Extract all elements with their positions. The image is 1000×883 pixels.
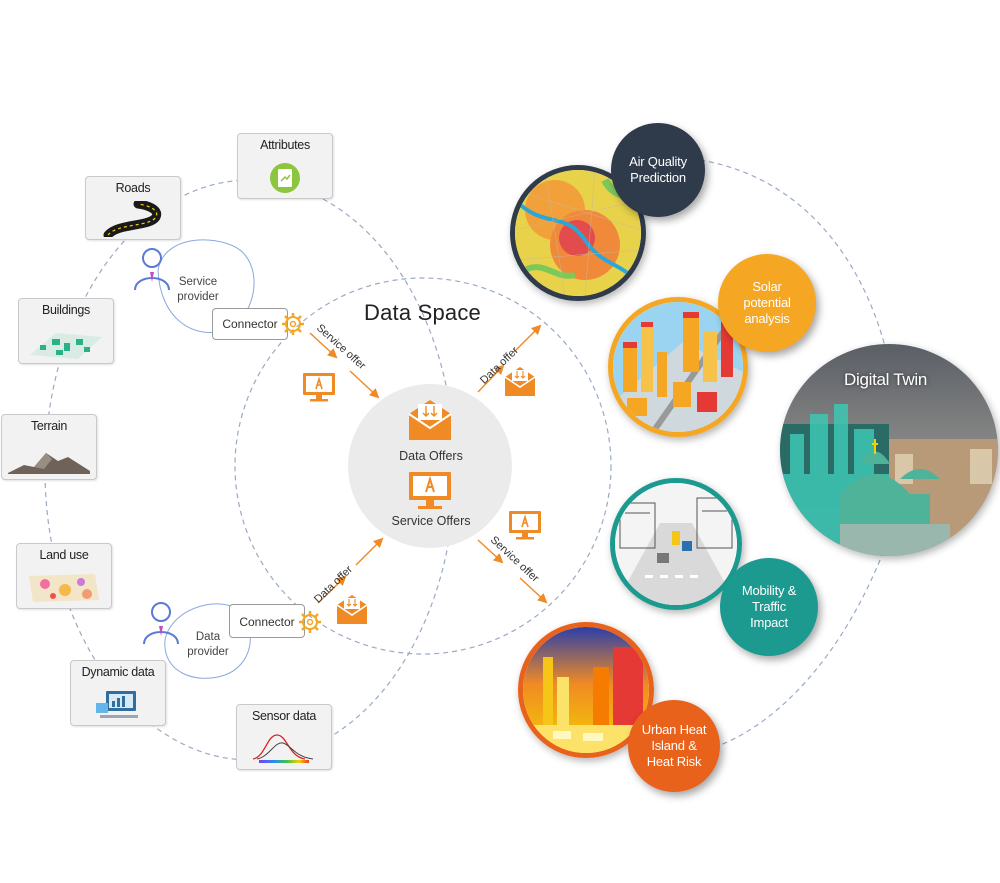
data-offers-label: Data Offers (399, 449, 463, 463)
sensor-chart-icon (252, 734, 314, 763)
source-sensor-data[interactable]: Sensor data (236, 704, 332, 770)
service-air-quality-bubble[interactable]: Air Quality Prediction (611, 123, 705, 217)
service-provider-avatar-icon (134, 248, 170, 291)
data-provider-label: Data provider (187, 631, 229, 658)
service-urban-heat-bubble[interactable]: Urban Heat Island & Heat Risk (628, 700, 720, 792)
land-use-map-icon (29, 574, 99, 602)
source-buildings[interactable]: Buildings (18, 298, 114, 364)
digital-twin-label: Digital Twin (844, 370, 928, 389)
service-provider-connector[interactable]: Connector (212, 308, 288, 340)
air-quality-map-image (510, 165, 646, 301)
spreadsheet-icon (270, 163, 300, 193)
source-label: Land use (39, 548, 89, 562)
hub-circle (348, 384, 512, 548)
urban-heat-image (518, 622, 654, 758)
data-offer-in-envelope-icon (336, 595, 368, 624)
data-offers-envelope-icon (408, 400, 452, 440)
service-offers-monitor-icon (409, 472, 451, 509)
solar-buildings-image (608, 297, 748, 437)
arrow-service-offer-in-1 (309, 332, 338, 359)
terrain-icon (8, 453, 90, 474)
service-offers-label: Service Offers (391, 514, 471, 528)
data-space-ring (234, 277, 612, 655)
arrow-data-offer-in-1 (317, 575, 347, 604)
service-connector-gear-icon (282, 313, 304, 335)
data-provider-avatar-icon (143, 602, 179, 645)
buildings-map-icon (30, 333, 102, 359)
service-label: Urban Heat Island & Heat Risk (641, 722, 707, 769)
source-label: Dynamic data (81, 665, 155, 679)
source-terrain[interactable]: Terrain (1, 414, 97, 480)
data-connector-gear-icon (299, 611, 321, 633)
service-label: Solar potential analysis (743, 279, 791, 326)
arrow-data-offer-out-1 (477, 364, 505, 393)
source-label: Roads (115, 181, 151, 195)
source-label: Attributes (260, 138, 310, 152)
source-roads[interactable]: Roads (85, 176, 181, 240)
source-dynamic-data[interactable]: Dynamic data (70, 660, 166, 726)
source-label: Buildings (41, 303, 91, 317)
source-label: Sensor data (251, 709, 317, 723)
source-label: Terrain (30, 419, 68, 433)
source-attributes[interactable]: Attributes (237, 133, 333, 199)
arrow-service-offer-out-1 (477, 539, 504, 564)
service-label: Mobility & Traffic Impact (741, 583, 797, 630)
service-offer-out-monitor-icon (509, 511, 541, 540)
service-solar-bubble[interactable]: Solar potential analysis (718, 254, 816, 352)
data-provider-connector[interactable]: Connector (229, 604, 305, 638)
source-land-use[interactable]: Land use (16, 543, 112, 609)
arrow-data-offer-in-2 (355, 537, 384, 566)
data-provider-ring (164, 603, 251, 679)
arrow-data-offer-out-2 (513, 324, 542, 353)
service-provider-ring (157, 239, 255, 333)
road-icon (103, 201, 162, 237)
service-mobility-bubble[interactable]: Mobility & Traffic Impact (720, 558, 818, 656)
arrow-service-offer-in-2 (349, 370, 380, 399)
services-ring (699, 159, 899, 746)
mobility-street-image (610, 478, 742, 610)
data-offer-out-envelope-icon (504, 367, 536, 396)
service-label: Air Quality Prediction (629, 154, 687, 185)
data-space-title: Data Space (364, 300, 481, 325)
service-provider-label: Service provider (177, 276, 219, 303)
arrow-service-offer-out-2 (519, 577, 548, 604)
service-offer-in-monitor-icon (303, 373, 335, 402)
dashboard-icon (96, 691, 138, 718)
